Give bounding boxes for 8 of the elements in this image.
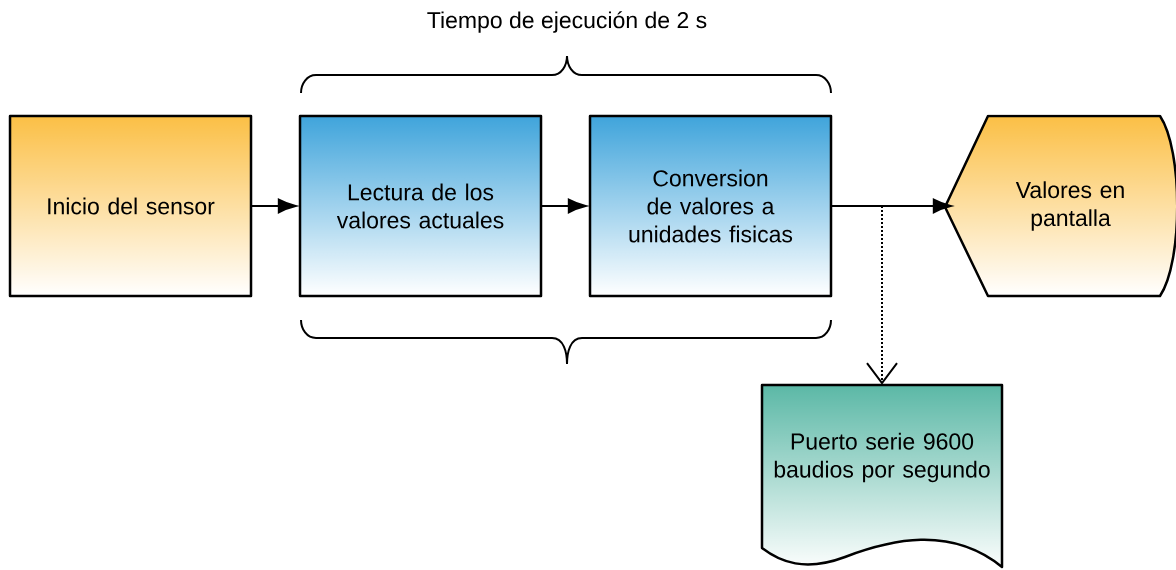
process-box: Lectura de los valores actuales	[298, 114, 543, 298]
arrow	[250, 198, 297, 214]
arrow	[830, 198, 952, 214]
arrow	[540, 198, 587, 214]
brace-label: Tiempo de ejecución de 2 s	[427, 11, 707, 33]
arrow	[866, 205, 898, 385]
process-box: Conversion de valores a unidades fisicas	[588, 114, 833, 298]
start-box: Inicio del sensor	[8, 114, 253, 298]
